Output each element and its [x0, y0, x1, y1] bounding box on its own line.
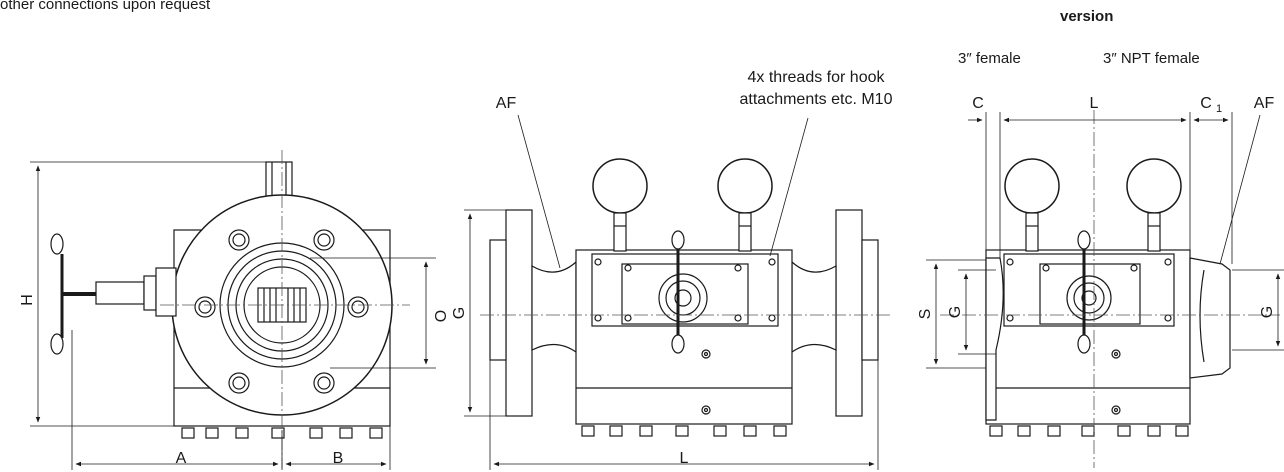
dim-o: O	[433, 310, 450, 322]
threaded-version-view	[985, 158, 1231, 437]
threads-note-line1: 4x threads for hook	[748, 69, 886, 86]
dim-s: S	[917, 309, 934, 320]
dim-h: H	[19, 294, 36, 306]
dim-g-mid: G	[451, 307, 468, 319]
dim-b: B	[333, 450, 344, 467]
dim-l-right: L	[1090, 95, 1099, 112]
dim-l-mid: L	[680, 450, 689, 467]
dim-c: C	[972, 95, 984, 112]
dim-g-right-inner: G	[947, 306, 964, 318]
other-connections-note: other connections upon request	[0, 0, 211, 13]
threads-note-line2: attachments etc. M10	[740, 91, 893, 108]
dim-a: A	[176, 450, 187, 467]
front-view	[50, 161, 393, 439]
dim-g-right-outer: G	[1259, 306, 1276, 318]
version-col-3in-female: 3″ female	[958, 50, 1021, 67]
version-heading: version	[1060, 8, 1114, 25]
dim-c1-subscript: 1	[1216, 103, 1222, 115]
dim-c1: C	[1200, 95, 1212, 112]
af-label-right: AF	[1254, 95, 1275, 112]
version-col-3in-npt-female: 3″ NPT female	[1103, 50, 1200, 67]
side-view	[489, 158, 879, 437]
af-label-left: AF	[496, 95, 517, 112]
